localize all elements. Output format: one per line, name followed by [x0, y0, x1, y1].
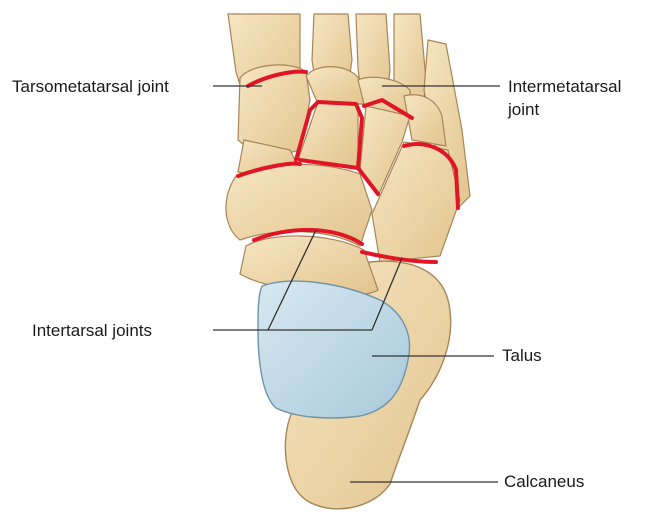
label-calcaneus: Calcaneus	[504, 471, 584, 492]
label-intermetatarsal-line2: joint	[508, 99, 539, 120]
label-intermetatarsal-line1: Intermetatarsal	[508, 76, 621, 97]
label-intertarsal-joints: Intertarsal joints	[32, 320, 152, 341]
label-talus: Talus	[502, 345, 542, 366]
navicular	[226, 164, 372, 246]
label-tarsometatarsal-joint: Tarsometatarsal joint	[12, 76, 169, 97]
